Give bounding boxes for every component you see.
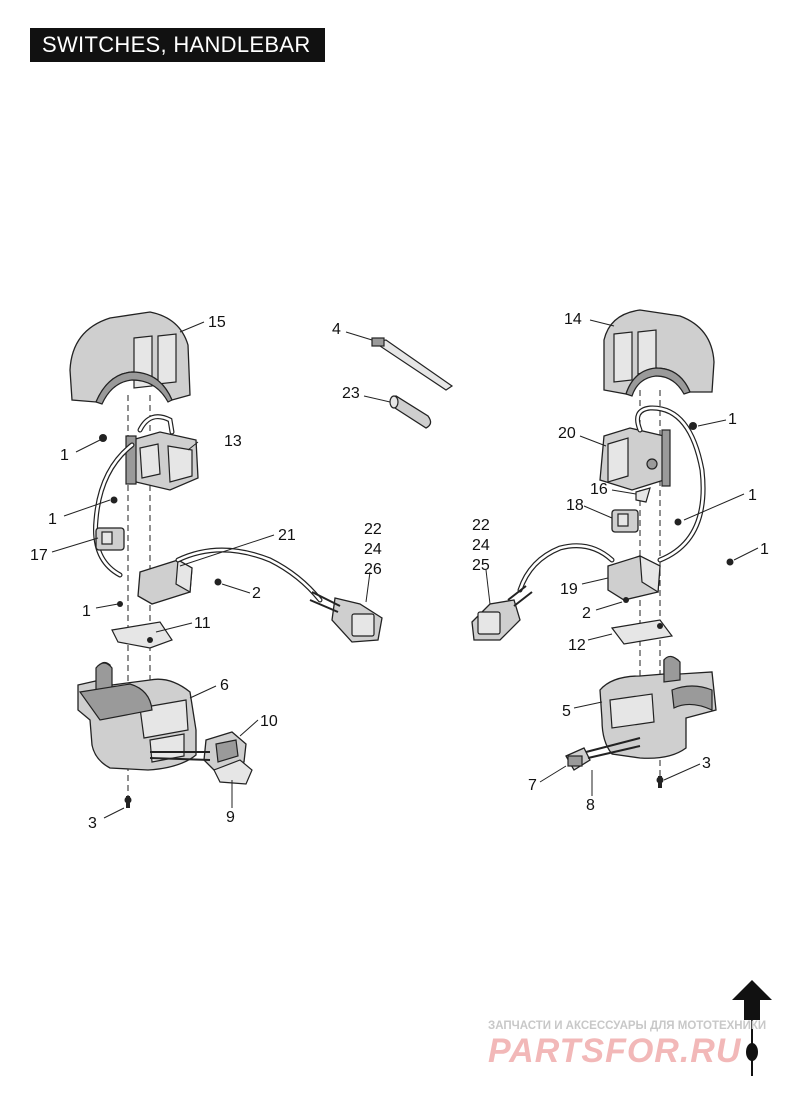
callout-12: 12 — [568, 637, 586, 654]
right-assembly — [471, 309, 734, 788]
part-17-switch — [95, 527, 125, 551]
callout-26: 26 — [364, 561, 382, 578]
part-20-switch-module — [599, 427, 671, 491]
watermark-tagline: ЗАПЧАСТИ И АКСЕССУАРЫ ДЛЯ МОТОТЕХНИКИ — [488, 1020, 767, 1032]
callout-1: 1 — [48, 511, 57, 528]
page-title: SWITCHES, HANDLEBAR — [30, 28, 325, 62]
callout-4: 4 — [332, 321, 341, 338]
part-12-bracket — [610, 619, 674, 645]
callout-17: 17 — [30, 547, 48, 564]
part-21-switch-housing — [137, 559, 193, 605]
callout-22: 22 — [472, 517, 490, 534]
screw-icon — [623, 422, 734, 788]
callout-1: 1 — [82, 603, 91, 620]
callout-22: 22 — [364, 521, 382, 538]
watermark-logo: PARTSFOR.RU — [488, 1032, 742, 1070]
part-6-lower-housing — [77, 661, 197, 771]
callout-24: 24 — [364, 541, 382, 558]
callout-1: 1 — [60, 447, 69, 464]
part-14-upper-housing-cover — [603, 309, 715, 397]
part-4-cable-tie — [371, 337, 454, 391]
callout-3: 3 — [88, 815, 97, 832]
callout-15: 15 — [208, 314, 226, 331]
part-9-terminal — [213, 759, 253, 785]
left-assembly — [69, 311, 383, 808]
part-25-connector — [471, 585, 533, 641]
callout-24: 24 — [472, 537, 490, 554]
part-5-lower-housing — [599, 655, 717, 759]
up-arrow-icon — [732, 980, 772, 1076]
callout-2: 2 — [252, 585, 261, 602]
part-19-switch-housing — [607, 554, 661, 601]
callout-25: 25 — [472, 557, 490, 574]
callout-labels: 15 13 1 1 17 21 2 1 11 6 10 9 3 22 24 26… — [30, 311, 769, 832]
callout-5: 5 — [562, 703, 571, 720]
callout-8: 8 — [586, 797, 595, 814]
callout-18: 18 — [566, 497, 584, 514]
part-11-bracket — [111, 621, 173, 649]
part-16-clip — [635, 487, 651, 503]
part-23-sleeve — [389, 395, 432, 429]
callout-9: 9 — [226, 809, 235, 826]
callout-11: 11 — [194, 615, 211, 632]
callout-21: 21 — [278, 527, 296, 544]
callout-7: 7 — [528, 777, 537, 794]
callout-10: 10 — [260, 713, 278, 730]
leader-lines — [51, 319, 759, 819]
callout-19: 19 — [560, 581, 578, 598]
callout-20: 20 — [558, 425, 576, 442]
callout-2: 2 — [582, 605, 591, 622]
callout-1: 1 — [728, 411, 737, 428]
part-15-upper-housing-cover — [69, 311, 191, 405]
part-7-connector — [565, 747, 591, 771]
screw-icon — [99, 434, 222, 808]
callout-6: 6 — [220, 677, 229, 694]
callout-14: 14 — [564, 311, 582, 328]
callout-3: 3 — [702, 755, 711, 772]
part-18-switch — [611, 509, 639, 533]
part-26-connector — [309, 591, 383, 643]
part-13-switch-module — [125, 431, 199, 491]
callout-13: 13 — [224, 433, 242, 450]
callout-16: 16 — [590, 481, 608, 498]
callout-23: 23 — [342, 385, 360, 402]
callout-1: 1 — [748, 487, 757, 504]
callout-1: 1 — [760, 541, 769, 558]
